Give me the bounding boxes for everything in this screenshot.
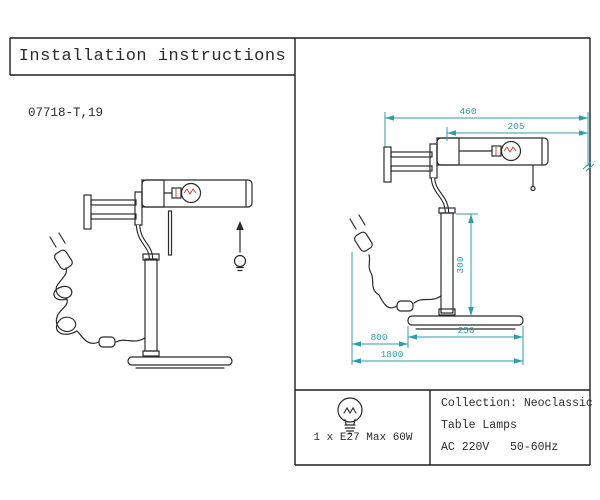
- collection-label: Collection: Neoclassic: [441, 397, 593, 410]
- dimension-annotations: 460 205 300 250 800 1800: [351, 106, 595, 365]
- insert-bulb-arrow-icon: [236, 221, 244, 253]
- power-cord: [53, 267, 100, 344]
- bulb-icon: [337, 397, 363, 435]
- page-title: Installation instructions: [18, 47, 287, 66]
- lamp-post: [440, 212, 454, 314]
- dim-label-total-width: 460: [459, 106, 476, 117]
- wall-bracket: [83, 194, 92, 230]
- inline-switch: [396, 300, 414, 312]
- lamp-base: [407, 315, 524, 326]
- power-spec-label: AC 220V 50-60Hz: [441, 441, 559, 454]
- power-plug: [349, 214, 373, 252]
- model-number: 07718-T,19: [28, 106, 104, 120]
- dim-label-cord-to-plug: 800: [370, 332, 387, 343]
- small-bulb-icon: [233, 254, 247, 272]
- frame-lines: [9, 37, 591, 466]
- lamp-dimension-drawing: [349, 137, 549, 330]
- lamp-post: [144, 258, 158, 352]
- dim-label-cord-total: 1800: [381, 349, 404, 360]
- power-plug: [49, 232, 73, 270]
- bulb-in-shade: [500, 140, 522, 162]
- lamp-category-label: Table Lamps: [441, 419, 517, 432]
- lamp-base: [127, 356, 233, 366]
- lamp-shade: [141, 179, 253, 208]
- dim-label-shade-length: 205: [507, 121, 524, 132]
- bulb-spec-label: 1 x E27 Max 60W: [313, 432, 413, 444]
- rod-part: [167, 210, 173, 256]
- bulb-in-shade: [180, 182, 202, 204]
- dim-label-post-height: 300: [455, 256, 466, 273]
- dim-label-base-width: 250: [457, 325, 474, 336]
- lamp-assembly-drawing: [49, 179, 253, 369]
- inline-switch: [98, 336, 116, 348]
- power-cord: [368, 254, 398, 309]
